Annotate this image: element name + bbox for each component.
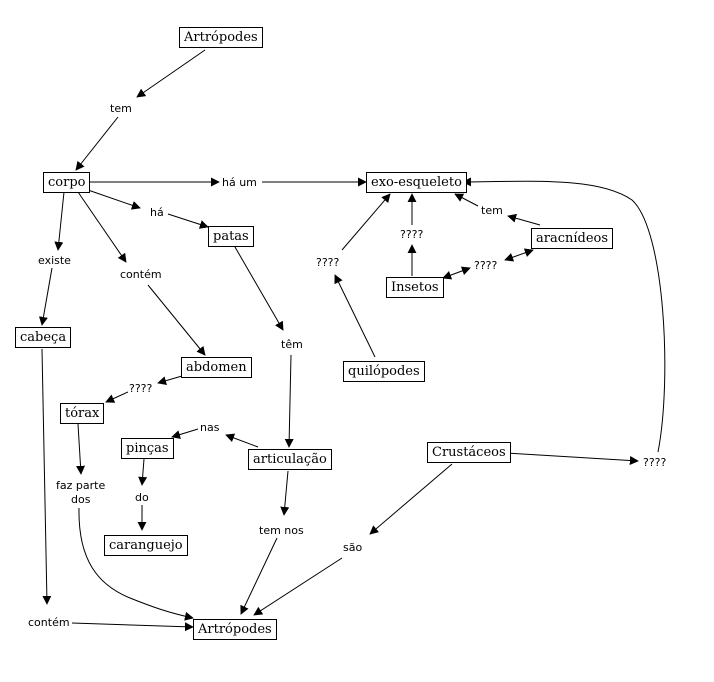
concept-corpo[interactable]: corpo: [43, 172, 91, 193]
edge-fazparte-artropodes: [78, 507, 194, 621]
link-dos: dos: [71, 493, 91, 506]
link-tem-aracnideos: tem: [481, 204, 503, 217]
link-tem: tem: [110, 102, 132, 115]
concept-quilopodes[interactable]: quilópodes: [343, 361, 425, 382]
concept-pincas[interactable]: pinças: [121, 438, 174, 459]
edge-articulacao-nas: [225, 433, 259, 448]
concept-artropodes-bottom[interactable]: Artrópodes: [193, 619, 277, 640]
link-q-aracnideos: ????: [474, 259, 498, 272]
link-faz-parte: faz parte: [56, 479, 106, 492]
link-tem-nos: tem nos: [259, 524, 304, 537]
edge-abdomen-q: [157, 375, 183, 386]
edge-existe-cabeca: [38, 267, 53, 326]
edge-q-exo3: [462, 177, 666, 453]
concept-exo-esqueleto[interactable]: exo-esqueleto: [366, 172, 467, 193]
edge-aracnideos-tem: [507, 213, 541, 226]
concept-torax[interactable]: tórax: [60, 403, 105, 424]
concept-aracnideos[interactable]: aracnídeos: [531, 228, 614, 249]
edge-q-exo2: [341, 193, 391, 251]
edge-nas-pincas: [171, 428, 199, 439]
edge-q-torax: [105, 391, 129, 403]
edge-tem-exo: [454, 193, 479, 207]
edge-corpo-contem: [77, 191, 127, 263]
edge-tem-articulacao: [284, 354, 294, 448]
edge-quilopodes-q: [334, 274, 376, 358]
concept-artropodes-top[interactable]: Artrópodes: [179, 27, 263, 48]
edge-sao-artropodes: [253, 557, 343, 616]
edge-cabeca-contem: [41, 348, 52, 605]
concept-patas[interactable]: patas: [208, 226, 254, 247]
edge-torax-fazparte: [76, 423, 86, 475]
link-contem: contém: [120, 268, 162, 281]
edge-crustaceos-sao: [369, 463, 453, 535]
edge-contem-abdomen: [147, 284, 206, 356]
concept-insetos[interactable]: Insetos: [386, 277, 444, 298]
concept-crustaceos[interactable]: Crustáceos: [427, 442, 511, 463]
link-do: do: [135, 491, 149, 504]
edge-patas-tem: [234, 246, 284, 331]
link-ha-um: há um: [222, 176, 257, 189]
link-q-insetos: ????: [400, 228, 424, 241]
edge-contem-artropodes: [71, 622, 194, 632]
link-q-abdomen: ????: [129, 382, 153, 395]
edge-q2-aracnideos: [504, 248, 534, 262]
edge-tem-corpo: [75, 116, 119, 171]
concept-articulacao[interactable]: articulação: [248, 449, 332, 470]
edge-temnos-artropodes: [240, 537, 278, 615]
concept-abdomen[interactable]: abdomen: [181, 357, 252, 378]
link-tem-patas: têm: [281, 338, 303, 351]
edge-artropodes-tem: [136, 49, 206, 98]
edge-articulacao-temnos: [280, 470, 290, 516]
link-nas: nas: [200, 421, 220, 434]
link-q-crustaceos: ????: [643, 456, 667, 469]
concept-cabeca[interactable]: cabeça: [15, 327, 72, 348]
edge-pincas-do: [138, 458, 148, 486]
edge-insetos-q2: [442, 266, 471, 280]
edge-crustaceos-q: [505, 452, 639, 466]
link-sao: são: [343, 541, 363, 554]
edge-ha-patas: [167, 213, 209, 229]
concept-caranguejo[interactable]: caranguejo: [104, 535, 188, 556]
link-ha: há: [150, 206, 164, 219]
edge-corpo-ha: [87, 189, 141, 210]
link-contem-cabeca: contém: [28, 616, 70, 629]
link-q-quilopodes: ????: [316, 256, 340, 269]
edge-corpo-existe: [54, 191, 65, 251]
link-existe: existe: [38, 254, 71, 267]
